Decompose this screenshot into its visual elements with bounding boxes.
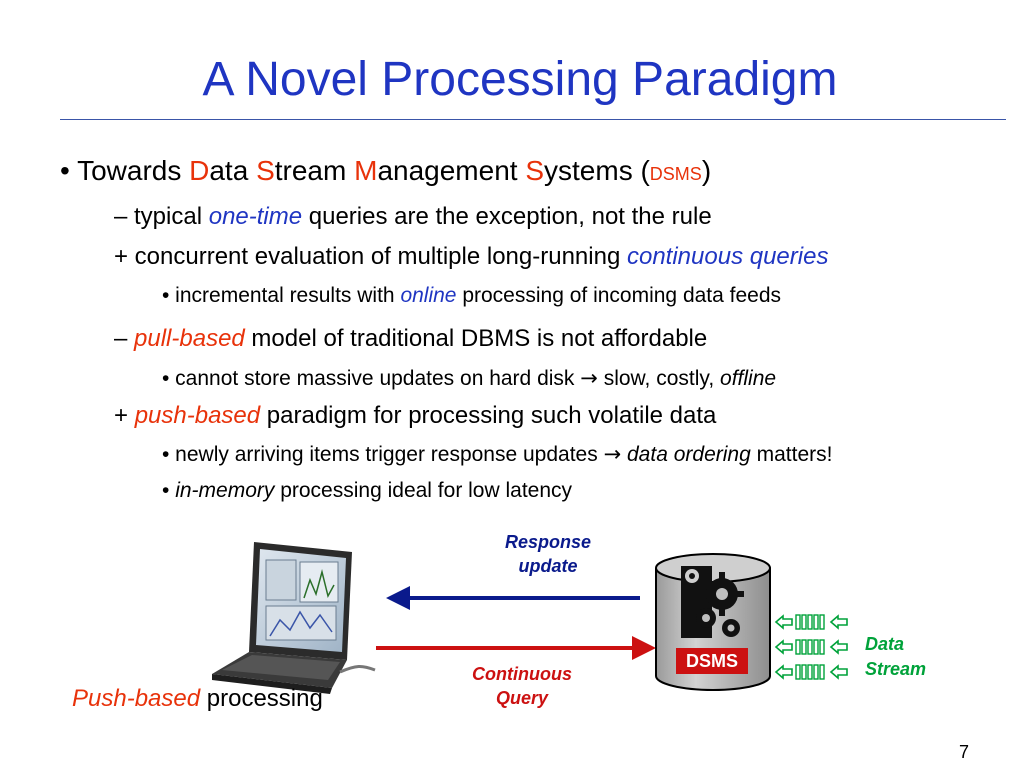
laptop-icon	[212, 542, 376, 694]
stream-arrow-icon	[774, 664, 793, 680]
stream-packet	[795, 614, 801, 630]
query-arrow	[376, 636, 656, 660]
stream-packet	[807, 614, 813, 630]
stream-arrow-icon	[774, 614, 793, 630]
stream-packet	[819, 639, 825, 655]
response-arrow	[386, 586, 640, 610]
data-stream-items	[774, 614, 848, 680]
stream-packet	[807, 639, 813, 655]
gear-icon	[685, 569, 699, 583]
stream-packet	[807, 664, 813, 680]
stream-arrow-icon	[829, 614, 848, 630]
response-update-label: Response update	[504, 532, 592, 576]
data-stream-label: Data Stream	[865, 634, 927, 679]
stream-packet	[801, 639, 807, 655]
stream-packet	[819, 664, 825, 680]
dsms-label: DSMS	[685, 651, 738, 671]
bullet-dsms: • Towards Data Stream Management Systems…	[60, 155, 712, 186]
bullet-online: • incremental results with online proces…	[162, 284, 782, 307]
bullet-one-time: – typical one-time queries are the excep…	[114, 203, 712, 230]
stream-arrow-icon	[774, 639, 793, 655]
stream-packet	[795, 664, 801, 680]
slide-title: A Novel Processing Paradigm	[202, 53, 838, 106]
continuous-query-label: Continuous Query	[472, 664, 572, 708]
dsms-database-icon	[655, 553, 771, 691]
push-based-caption: Push-based processing	[72, 685, 323, 712]
bullet-in-memory: • in-memory processing ideal for low lat…	[162, 479, 573, 502]
title-divider	[60, 119, 1006, 120]
page-number: 7	[959, 742, 970, 762]
arrow-right-icon: →	[603, 442, 622, 466]
stream-packet	[801, 614, 807, 630]
gear-icon	[700, 572, 744, 616]
bullet-data-ordering: • newly arriving items trigger response …	[162, 442, 833, 466]
stream-arrow-icon	[829, 639, 848, 655]
stream-packet	[795, 639, 801, 655]
stream-packet	[813, 614, 819, 630]
stream-packet	[813, 639, 819, 655]
bullet-push-based: + push-based paradigm for processing suc…	[114, 402, 717, 429]
bullet-continuous-queries: + concurrent evaluation of multiple long…	[114, 243, 829, 270]
stream-arrow-icon	[829, 664, 848, 680]
stream-packet	[819, 614, 825, 630]
bullet-hard-disk: • cannot store massive updates on hard d…	[162, 366, 777, 390]
arrow-right-icon: →	[580, 366, 598, 390]
stream-packet	[813, 664, 819, 680]
gear-icon	[722, 619, 740, 637]
stream-packet	[801, 664, 807, 680]
bullet-pull-based: – pull-based model of traditional DBMS i…	[114, 325, 708, 352]
gear-icon	[696, 608, 716, 628]
